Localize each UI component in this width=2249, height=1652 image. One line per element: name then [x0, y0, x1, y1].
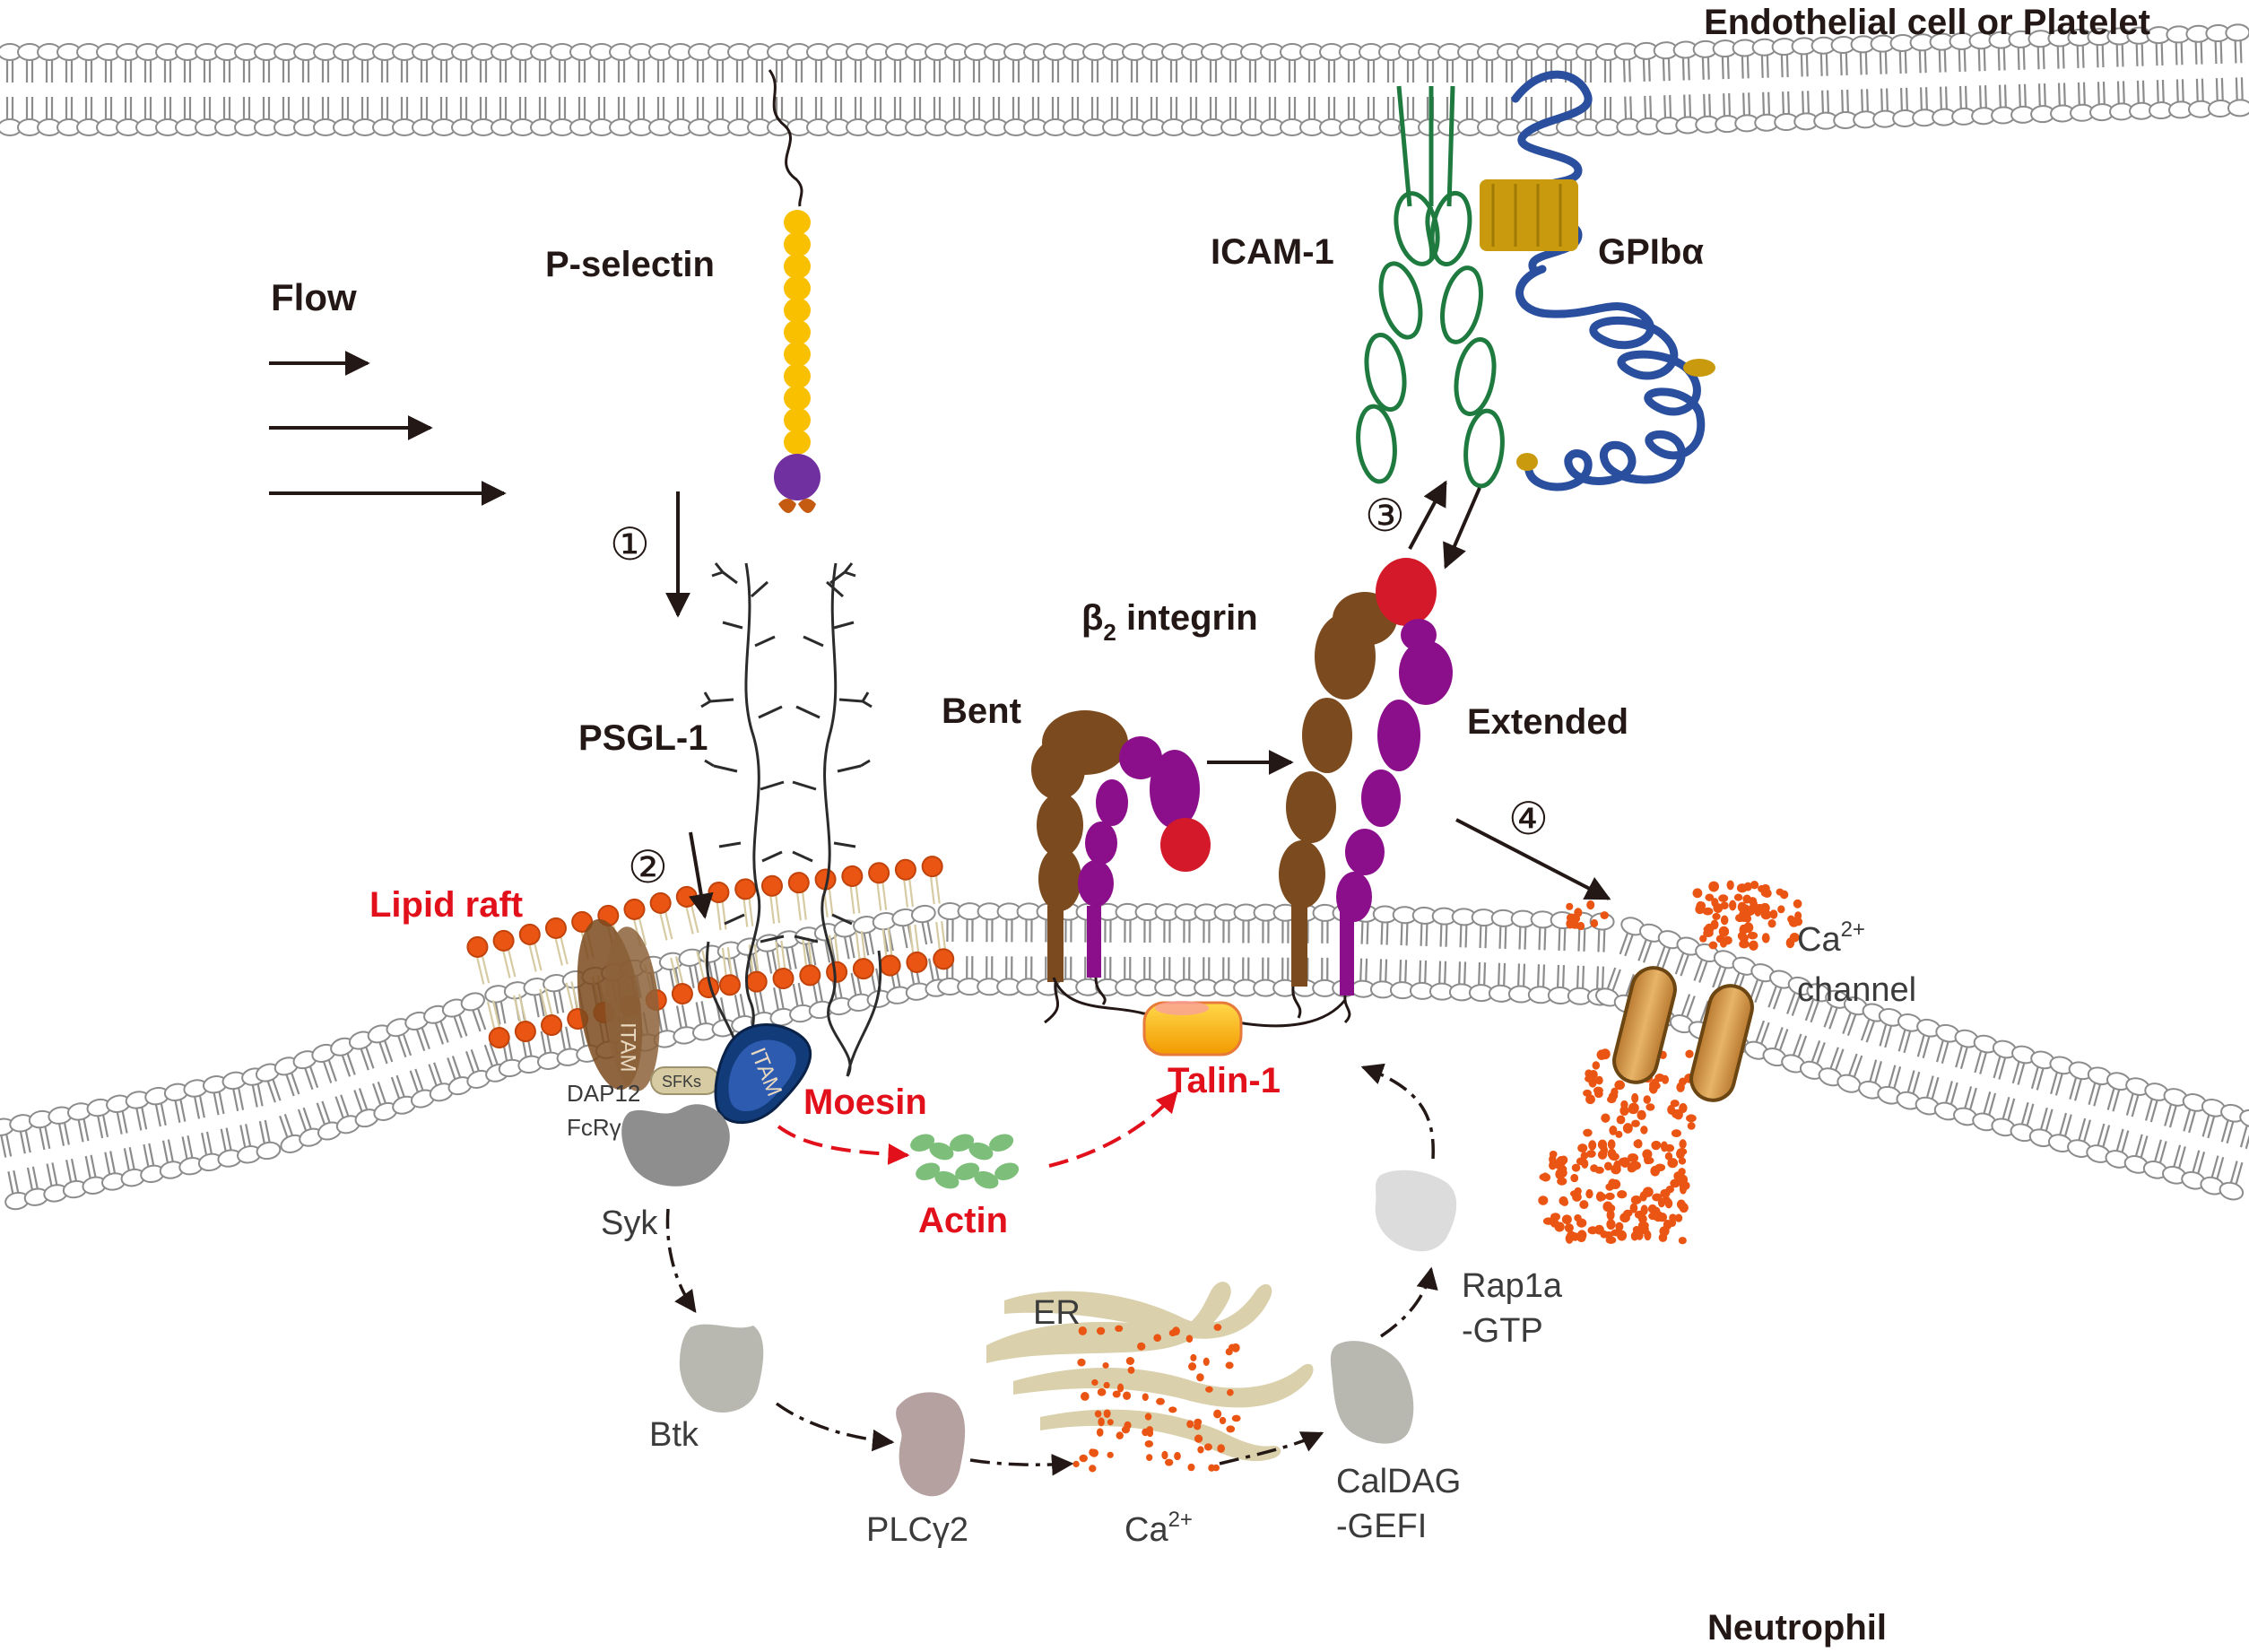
calcium-channels [1612, 966, 1754, 1102]
endothelial-membrane [0, 23, 2249, 136]
btk-protein [679, 1324, 764, 1413]
bent-label: Bent [942, 691, 1021, 731]
step-3-down-arrow [1443, 487, 1481, 570]
sfks-label: SFKs [662, 1073, 701, 1091]
calcium-influx-dots [1538, 880, 1803, 1245]
itam-receptor-left [577, 918, 660, 1091]
fcrg-label: FcRγ [567, 1114, 621, 1141]
er-label: ER [1033, 1294, 1081, 1332]
rap1a-gtp-label-line2: -GTP [1462, 1312, 1543, 1350]
p-selectin-ligand-site [778, 499, 816, 513]
step-4-arrow [1455, 818, 1611, 900]
calcium-to-caldag-arrow [1219, 1431, 1324, 1465]
btk-label: Btk [649, 1416, 699, 1454]
step-arrows [665, 480, 1611, 919]
caldag-gefi-label-line2: -GEFI [1336, 1508, 1427, 1545]
p-selectin-lectin-domain [774, 454, 821, 500]
integrin-bent [1031, 710, 1347, 1028]
rap1a-gtp-label: Rap1a [1462, 1267, 1563, 1305]
step-3-marker: ③ [1365, 490, 1405, 542]
p-selectin-egf-domains [784, 210, 811, 455]
actin-label: Actin [918, 1201, 1008, 1240]
step-4-marker: ④ [1508, 793, 1549, 845]
er-calcium-release [1072, 1324, 1241, 1473]
caldag-gefi-protein [1330, 1341, 1414, 1444]
signaling-cascade [665, 1063, 1457, 1497]
p-selectin [768, 69, 821, 513]
syk-label: Syk [601, 1204, 658, 1242]
integrin-ligand-head [1376, 558, 1437, 626]
calcium-channel-left [1612, 966, 1677, 1084]
step-3-up-arrow [1408, 480, 1447, 550]
gpib-alpha [1480, 70, 1715, 491]
calcium-channel-right [1689, 984, 1754, 1102]
caldag-gefi-label: CalDAG [1336, 1463, 1461, 1500]
step-2-arrow [688, 831, 714, 919]
beta2-integrin-label: β2 integrin [1081, 598, 1258, 646]
rap1a-to-talin-arrow [1360, 1063, 1435, 1160]
neutrophil-membrane [0, 902, 2249, 1211]
itam-left-label: ITAM [616, 1022, 640, 1073]
plcg2-label: PLCγ2 [866, 1511, 968, 1549]
syk-to-btk-arrow [665, 1208, 697, 1313]
lipid-raft-label: Lipid raft [369, 885, 523, 925]
dap12-label: DAP12 [567, 1080, 640, 1107]
integrin-extended [1279, 558, 1453, 1024]
itam-receptor-right [714, 1023, 812, 1125]
btk-to-plcg2-arrow [775, 1402, 895, 1452]
psgl-1 [700, 562, 882, 1077]
psgl-1-label: PSGL-1 [578, 718, 708, 758]
syk-kinase [621, 1104, 730, 1187]
gpib-transmembrane [1480, 179, 1578, 251]
caldag-to-rap1a-arrow [1380, 1266, 1438, 1338]
ca-channel-label-line2: channel [1797, 971, 1916, 1009]
neutrophil-label: Neutrophil [1707, 1608, 1887, 1648]
step-2-marker: ② [628, 841, 668, 893]
rap1a-gtp-protein [1375, 1169, 1457, 1252]
endothelial-label: Endothelial cell or Platelet [1704, 3, 2150, 42]
moesin-actin-talin-arrows [777, 1091, 1178, 1168]
plcg2-protein [896, 1392, 966, 1497]
moesin-label: Moesin [803, 1082, 927, 1122]
icam-1 [1356, 85, 1505, 489]
extended-label: Extended [1467, 702, 1628, 742]
talin-1 [1142, 1001, 1243, 1056]
plcg2-to-calcium-arrow [969, 1454, 1074, 1476]
p-selectin-label: P-selectin [545, 245, 715, 284]
flow-arrows [269, 351, 507, 506]
gpib-alpha-label: GPIbα [1598, 232, 1704, 272]
ca-channel-label: Ca2+ [1797, 917, 1865, 959]
flow-label: Flow [271, 276, 357, 318]
actin-filaments [910, 1134, 1020, 1189]
step-1-marker: ① [610, 518, 650, 570]
icam-1-label: ICAM-1 [1211, 232, 1334, 272]
talin-1-label: Talin-1 [1168, 1061, 1281, 1100]
calcium-label: Ca2+ [1124, 1508, 1193, 1549]
